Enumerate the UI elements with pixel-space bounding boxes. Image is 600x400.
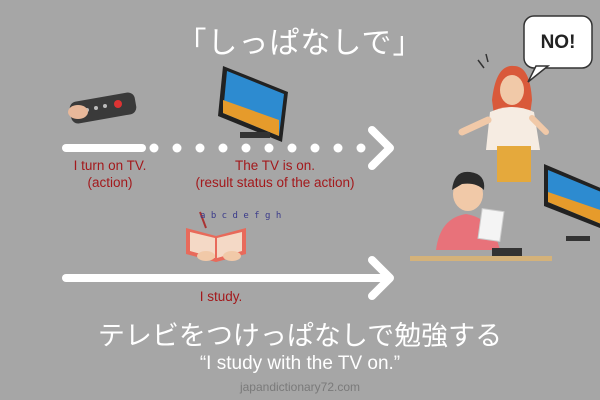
row1-arrow [62,126,394,170]
tv-icon [218,66,288,142]
speech-bubble-text: NO! [540,32,576,53]
page-title: 「しっぱなしで」 [176,26,424,61]
english-translation: “I study with the TV on.” [199,353,401,374]
annoyed-woman-figure [458,53,549,182]
study-letters: a b c d e f g h [200,211,281,221]
website-credit: japandictionary72.com [239,380,361,394]
japanese-example-sentence: テレビをつけっぱなしで勉強する [97,321,503,352]
row1-result-label: The TV is on. (result status of the acti… [160,157,390,191]
studying-person-figure [410,171,552,261]
action-label-text: I turn on TV. [73,158,147,173]
result-sublabel-text: (result status of the action) [195,175,355,190]
tv-icon-right [544,164,600,241]
row2-action-label: I study. [199,289,243,304]
row1-action-label: I turn on TV. (action) [50,157,170,191]
remote-control-icon [68,92,137,124]
open-book-icon [186,211,246,262]
speech-bubble [523,15,593,83]
action-sublabel-text: (action) [87,175,133,190]
result-label-text: The TV is on. [234,158,316,173]
row2-arrow [62,256,394,300]
